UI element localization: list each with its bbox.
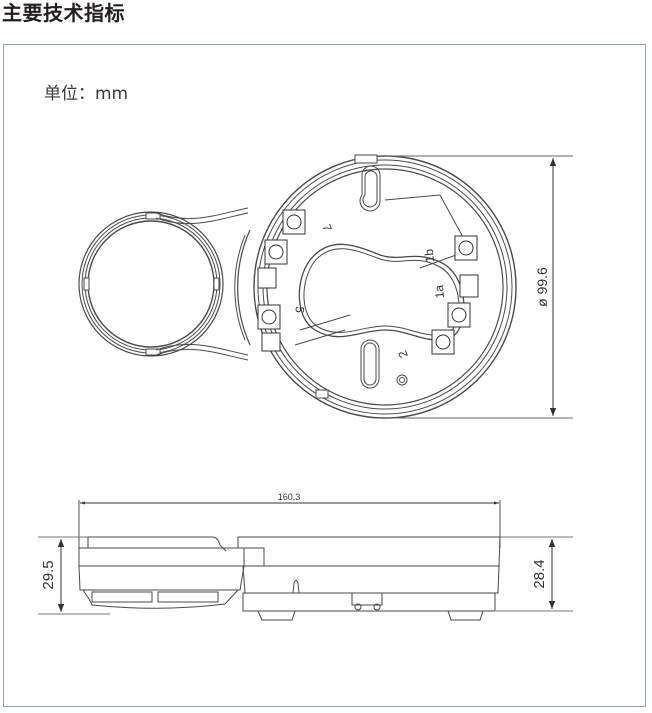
main-base <box>234 154 517 419</box>
diameter-dimension <box>385 155 573 419</box>
terminal-label-2: 2 <box>395 348 411 359</box>
terminal-label-5: 5 <box>292 306 307 314</box>
right-height-label: 28.4 <box>531 559 548 588</box>
diameter-label: ø 99.6 <box>534 267 550 307</box>
left-ring <box>78 211 224 357</box>
terminal-label-1a: 1a <box>432 284 447 299</box>
drawing-frame <box>3 44 646 707</box>
top-view: 7 5 1b 1a 2 <box>78 154 573 419</box>
terminal-label-7: 7 <box>319 222 335 233</box>
side-view <box>38 500 573 621</box>
terminal-label-1b: 1b <box>422 248 437 263</box>
section-title: 主要技术指标 <box>2 1 125 25</box>
terminal-blocks-left <box>257 209 306 352</box>
unit-label: 单位：mm <box>44 84 129 104</box>
left-height-label: 29.5 <box>40 560 57 589</box>
overall-length-label: 160,3 <box>278 492 301 502</box>
terminal-blocks-right <box>431 235 479 355</box>
